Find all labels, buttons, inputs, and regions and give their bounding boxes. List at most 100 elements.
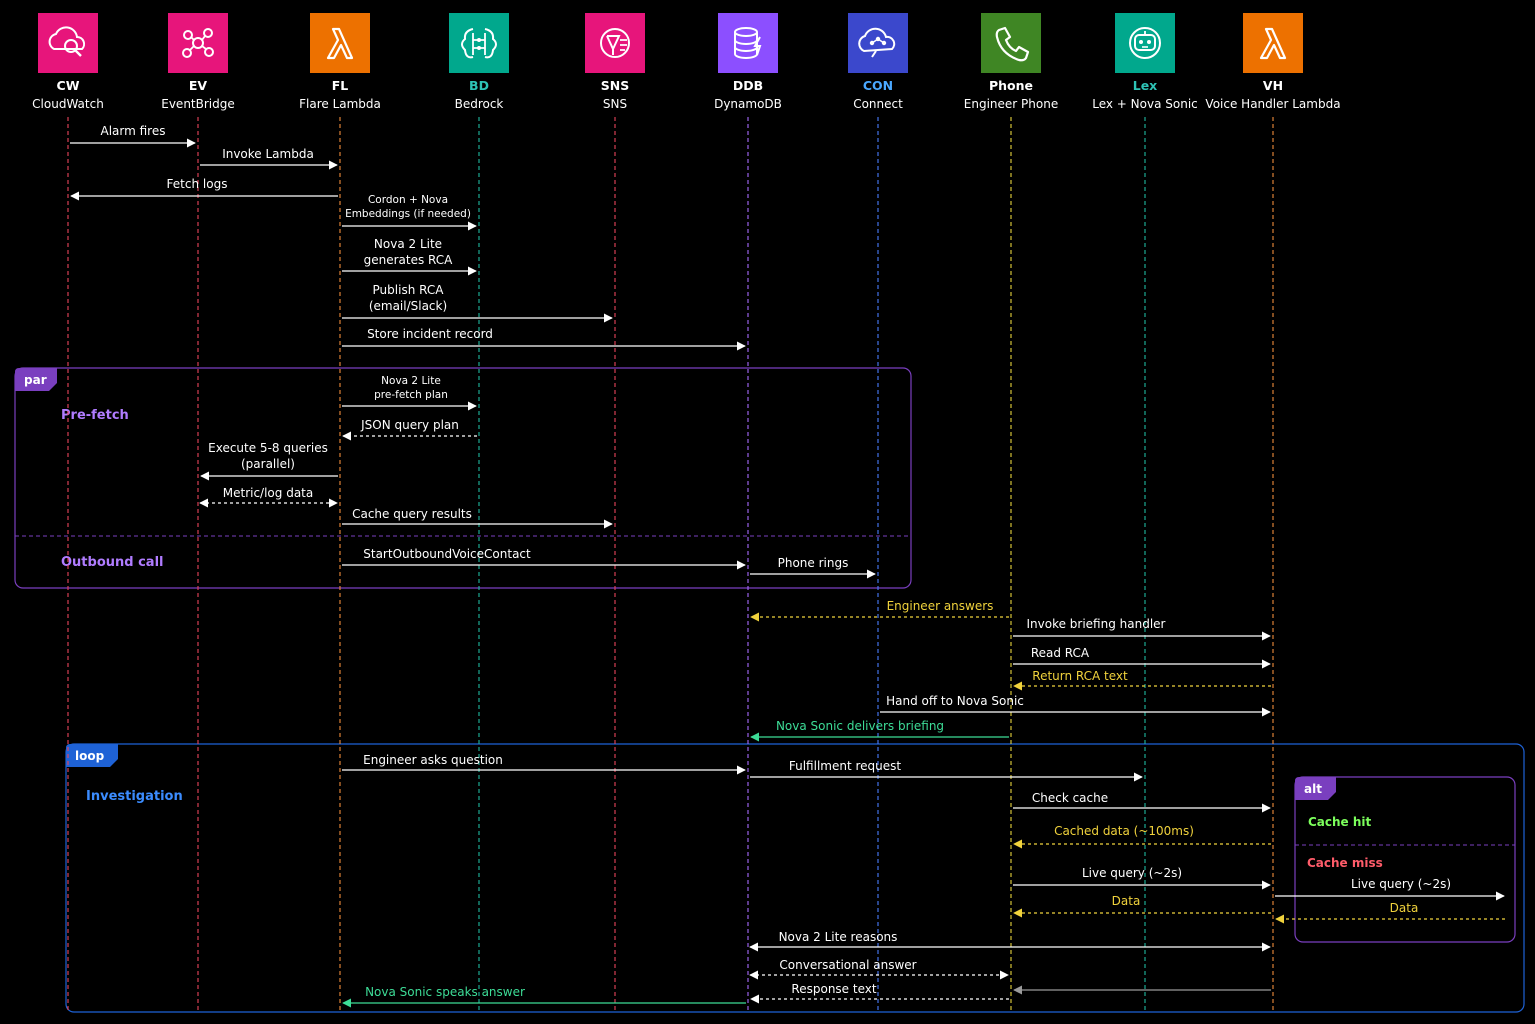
message-nova-reasons: Nova 2 Lite reasons [749, 930, 1271, 952]
message-invoke-lambda: Invoke Lambda [200, 147, 338, 170]
message-label: pre-fetch plan [374, 389, 448, 401]
participant-name: Engineer Phone [964, 97, 1058, 111]
message-label: Fetch logs [167, 177, 228, 191]
participant-sns: SNS SNS [585, 13, 645, 111]
participant-name: SNS [603, 97, 627, 111]
fragment-loop-frame [65, 743, 1525, 1013]
message-label: Cache query results [352, 507, 472, 521]
message-label: Live query (~2s) [1351, 877, 1451, 891]
participant-name: Bedrock [455, 97, 504, 111]
fragment-alt-section-label: Cache miss [1307, 856, 1383, 870]
participant-ev: EV EventBridge [161, 13, 235, 111]
cloudwatch-icon [48, 26, 86, 57]
fragment-par-section-label: Outbound call [61, 555, 164, 570]
message-publish-rca: Publish RCA(email/Slack) [342, 283, 613, 323]
message-label: Metric/log data [223, 486, 314, 500]
message-label: Hand off to Nova Sonic [886, 694, 1024, 708]
participant-cw: CW CloudWatch [32, 13, 104, 111]
fragment-par-tag: par [24, 373, 47, 387]
message-label: Invoke Lambda [222, 147, 314, 161]
message-label: Engineer asks question [363, 753, 503, 767]
lifelines-layer [67, 117, 1274, 1010]
fragment-alt-frame [1294, 776, 1516, 943]
message-label: Cached data (~100ms) [1054, 824, 1194, 838]
message-label: Invoke briefing handler [1026, 617, 1165, 631]
participant-name: DynamoDB [714, 97, 782, 111]
message-label: Publish RCA [373, 283, 445, 297]
message-check-cache: Check cache [1013, 791, 1271, 813]
message-label: Nova Sonic speaks answer [365, 985, 525, 999]
message-label: Nova 2 Lite [374, 237, 442, 251]
fragment-par-section-label: Pre-fetch [61, 408, 129, 423]
participant-tile [848, 13, 908, 73]
message-label: (parallel) [241, 457, 295, 471]
message-label: Return RCA text [1032, 669, 1128, 683]
eventbridge-icon [182, 28, 214, 58]
connect-icon [858, 27, 896, 58]
message-store-incident: Store incident record [342, 327, 746, 351]
participant-abbr: BD [469, 78, 489, 93]
message-fulfillment-request: Fulfillment request [750, 759, 1143, 782]
participant-tile [981, 13, 1041, 73]
message-label: Response text [791, 982, 876, 996]
message-metric-log-data: Metric/log data [199, 486, 338, 508]
message-alt-live-query: Live query (~2s) [1275, 877, 1505, 901]
message-label: Embeddings (if needed) [345, 208, 471, 220]
message-delivers-briefing: Nova Sonic delivers briefing [750, 719, 1009, 742]
message-label: Store incident record [367, 327, 493, 341]
message-speaks-answer: Nova Sonic speaks answer [342, 985, 746, 1008]
message-engineer-asks: Engineer asks question [342, 753, 746, 775]
message-engineer-answers: Engineer answers [750, 599, 1009, 622]
message-label: Cordon + Nova [368, 194, 448, 206]
message-conversational-answer: Conversational answer [749, 958, 1009, 980]
message-return-rca: Return RCA text [1013, 669, 1271, 691]
participant-abbr: EV [189, 78, 208, 93]
message-cached-data: Cached data (~100ms) [1013, 824, 1271, 849]
participant-abbr: SNS [601, 78, 629, 93]
message-label: Check cache [1032, 791, 1108, 805]
participant-name: EventBridge [161, 97, 235, 111]
message-start-outbound: StartOutboundVoiceContact [342, 547, 746, 570]
participant-abbr: Phone [989, 78, 1033, 93]
message-json-query-plan: JSON query plan [342, 418, 477, 441]
message-label: Conversational answer [779, 958, 916, 972]
bedrock-icon [461, 28, 497, 59]
message-alarm-fires: Alarm fires [70, 124, 196, 148]
message-read-rca: Read RCA [1013, 646, 1271, 669]
message-label: JSON query plan [360, 418, 459, 432]
participant-tile [38, 13, 98, 73]
message-label: StartOutboundVoiceContact [363, 547, 531, 561]
participant-name: CloudWatch [32, 97, 104, 111]
message-label: Nova Sonic delivers briefing [776, 719, 944, 733]
phone-icon [995, 26, 1030, 62]
participant-abbr: CW [57, 78, 80, 93]
message-label: Alarm fires [101, 124, 166, 138]
message-label: Execute 5-8 queries [208, 441, 328, 455]
message-alt-live-data: Data [1275, 901, 1505, 924]
message-response-text: Response text [750, 982, 1009, 1004]
message-cache-results: Cache query results [342, 507, 613, 529]
participant-abbr: VH [1263, 78, 1283, 93]
message-label: Fulfillment request [789, 759, 902, 773]
lex-bot-icon [1129, 27, 1161, 59]
message-label: Phone rings [778, 556, 849, 570]
message-label: generates RCA [364, 253, 454, 267]
lambda-icon [1259, 27, 1287, 60]
participant-tile [449, 13, 509, 73]
sns-icon [600, 28, 630, 58]
participant-tile [168, 13, 228, 73]
message-fetch-logs: Fetch logs [70, 177, 338, 201]
